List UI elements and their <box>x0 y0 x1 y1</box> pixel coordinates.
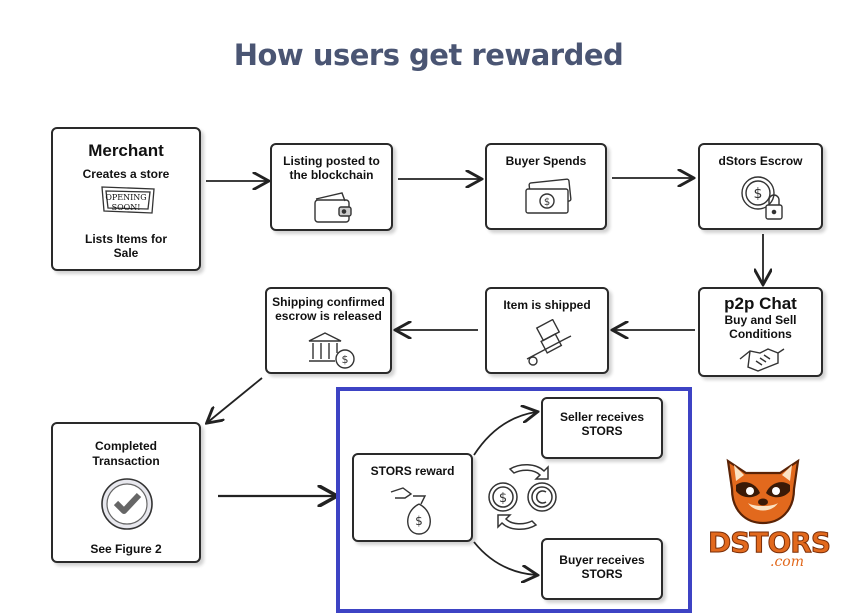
coin-exchange-icon: $ <box>488 464 557 530</box>
raccoon-mascot-icon <box>726 458 800 525</box>
sign-text-soon: SOON! <box>111 203 141 212</box>
p2p-line2: Conditions <box>729 327 792 341</box>
checkmark-badge-icon <box>101 478 153 530</box>
reward-highlight-frame <box>336 387 692 613</box>
merchant-creates-store: Creates a store <box>82 167 170 181</box>
completed-line1: Completed <box>94 439 157 453</box>
escrow-label: dStors Escrow <box>718 154 803 168</box>
p2p-line1: Buy and Sell <box>724 313 797 327</box>
arrow-shipping-to-completed <box>208 377 263 422</box>
shipping-line2: escrow is released <box>275 309 382 323</box>
arrow-to-buyer <box>473 541 536 575</box>
buyer-spends-box: Buyer Spends $ <box>485 143 607 230</box>
buyer-spends-label: Buyer Spends <box>505 154 587 168</box>
bank-coin-icon: $ <box>308 332 355 369</box>
diagram-title: How users get rewarded <box>233 38 624 72</box>
see-figure-label: See Figure 2 <box>90 542 162 556</box>
buyer-receives-box: Buyer receives STORS <box>541 538 663 600</box>
item-shipped-label: Item is shipped <box>503 298 591 312</box>
svg-text:$: $ <box>342 353 349 366</box>
seller-receives-line2: STORS <box>581 424 623 438</box>
buyer-receives-line2: STORS <box>581 567 623 581</box>
arrow-to-seller <box>473 412 536 456</box>
sign-text-opening: OPENING <box>105 193 147 202</box>
stors-reward-label: STORS reward <box>370 464 455 478</box>
listing-box: Listing posted to the blockchain <box>270 143 393 231</box>
logo-wordmark: DSTORS <box>707 526 831 560</box>
shipping-line1: Shipping confirmed <box>272 295 385 309</box>
merchant-heading: Merchant <box>88 141 164 160</box>
svg-text:$: $ <box>499 491 507 506</box>
cash-icon: $ <box>525 178 572 214</box>
buyer-receives-line1: Buyer receives <box>559 553 645 567</box>
coin-lock-icon: $ <box>741 176 783 220</box>
p2p-chat-box: p2p Chat Buy and Sell Conditions <box>698 287 823 377</box>
opening-soon-sign-icon <box>101 186 155 214</box>
completed-line2: Transaction <box>92 454 160 468</box>
logo-domain-suffix: .com <box>770 554 804 570</box>
seller-receives-box: Seller receives STORS <box>541 397 663 459</box>
stors-reward-box: STORS reward $ <box>352 453 473 542</box>
svg-text:$: $ <box>544 197 550 208</box>
shipping-confirmed-box: Shipping confirmed escrow is released $ <box>265 287 392 374</box>
item-shipped-box: Item is shipped <box>485 287 609 374</box>
escrow-box: dStors Escrow $ <box>698 143 823 230</box>
hand-truck-icon <box>526 319 572 366</box>
money-bag-icon: $ <box>390 487 431 535</box>
svg-text:$: $ <box>415 514 423 528</box>
svg-text:$: $ <box>754 186 763 202</box>
listing-line1: Listing posted to <box>283 154 380 168</box>
p2p-heading: p2p Chat <box>724 294 797 313</box>
completed-transaction-box: Completed Transaction See Figure 2 <box>51 422 201 563</box>
merchant-lists-items-2: Sale <box>113 246 139 260</box>
handshake-icon <box>739 348 785 372</box>
seller-receives-line1: Seller receives <box>559 410 645 424</box>
merchant-box: Merchant Creates a store OPENING SOON! L… <box>51 127 201 271</box>
wallet-icon <box>314 192 352 223</box>
merchant-lists-items: Lists Items for <box>84 232 168 246</box>
listing-line2: the blockchain <box>289 168 374 182</box>
